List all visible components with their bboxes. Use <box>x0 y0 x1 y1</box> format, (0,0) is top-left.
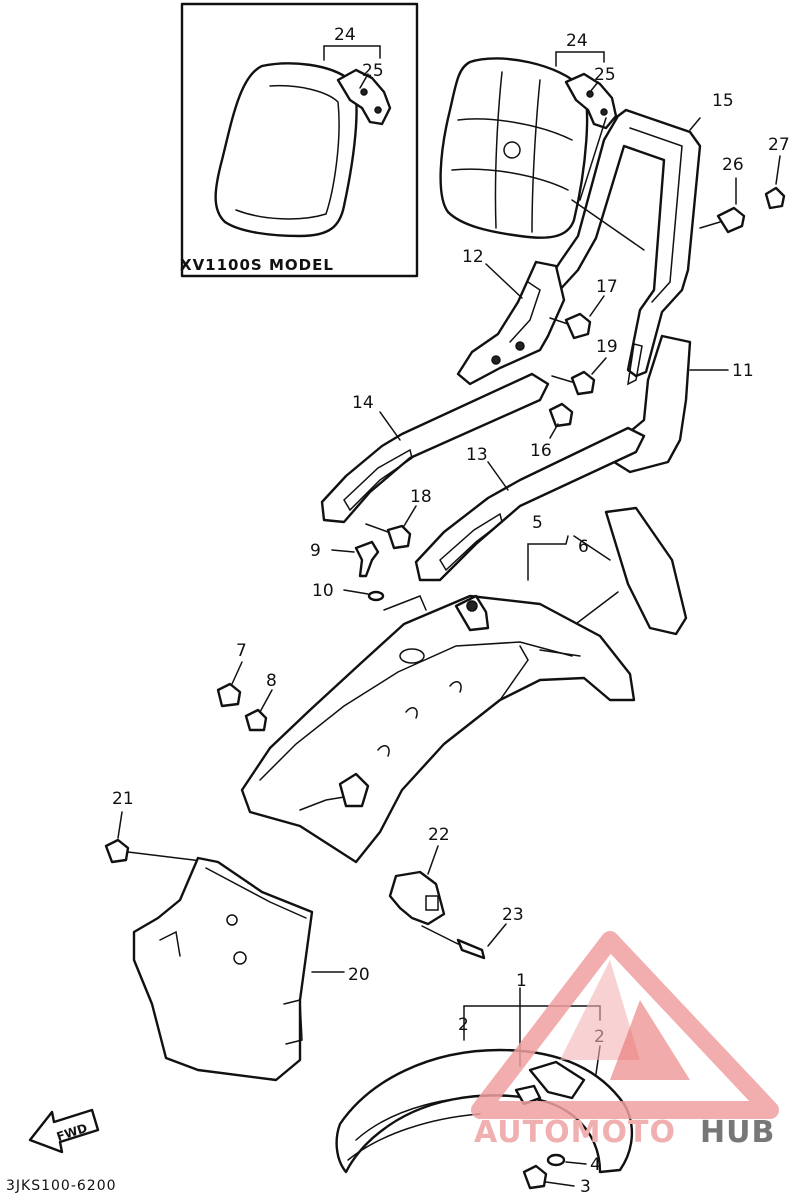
callout-3: 3 <box>580 1177 591 1196</box>
callout-8: 8 <box>266 671 277 691</box>
callout-12: 12 <box>462 247 484 267</box>
callout-4: 4 <box>590 1155 601 1175</box>
washer-10 <box>367 590 385 602</box>
watermark-triangle <box>471 931 779 1119</box>
grab-bar-13 <box>414 426 646 582</box>
callout-13: 13 <box>466 445 488 465</box>
bolt-16 <box>548 402 574 428</box>
callout-14: 14 <box>352 393 374 413</box>
callout-17: 17 <box>596 277 618 297</box>
callout-19: 19 <box>596 337 618 357</box>
grab-bar-14 <box>320 372 550 524</box>
watermark-text-hub: HUB <box>700 1115 775 1150</box>
callout-9: 9 <box>310 541 321 561</box>
bolt-7 <box>216 682 242 708</box>
fwd-arrow: FWD <box>28 1108 100 1154</box>
callout-23: 23 <box>502 905 524 925</box>
callout-24-inset: 24 <box>334 25 356 45</box>
inner-fender-20 <box>132 856 314 1082</box>
callout-7: 7 <box>236 641 247 661</box>
bolt-17 <box>549 312 592 340</box>
callout-15: 15 <box>712 91 734 111</box>
backrest-bracket <box>564 72 618 130</box>
callout-5: 5 <box>532 513 543 533</box>
backrest-pad <box>439 57 589 239</box>
bolt-26 <box>699 206 746 234</box>
rear-fender <box>240 594 636 864</box>
bolt-19 <box>551 370 596 396</box>
callout-18: 18 <box>410 487 432 507</box>
panel-6 <box>604 506 688 636</box>
watermark-text-main: AUTOMOTO <box>474 1115 676 1150</box>
callout-24: 24 <box>566 31 588 51</box>
nut-8 <box>244 708 268 732</box>
washer-4 <box>546 1153 566 1167</box>
watermark-logo <box>471 931 779 1119</box>
inset-caption: XV1100S MODEL <box>180 256 334 274</box>
callout-25-inset: 25 <box>362 61 384 81</box>
inset-box: 24 25 XV1100S MODEL <box>180 2 419 278</box>
callout-26: 26 <box>722 155 744 175</box>
bracket-12 <box>456 260 566 386</box>
bracket-22 <box>388 870 446 926</box>
callout-1: 1 <box>516 971 527 991</box>
bolt-23 <box>421 925 486 960</box>
callout-2-left: 2 <box>458 1015 469 1035</box>
bolt-9 <box>354 540 380 578</box>
nut-27 <box>764 186 786 210</box>
front-fender <box>335 1048 634 1174</box>
callout-16: 16 <box>530 441 552 461</box>
callout-21: 21 <box>112 789 134 809</box>
bolt-21 <box>104 838 211 864</box>
callout-11: 11 <box>732 361 754 381</box>
diagram-code: 3JKS100-6200 <box>6 1178 117 1194</box>
callout-22: 22 <box>428 825 450 845</box>
bolt-18 <box>365 523 412 550</box>
bolt-3 <box>522 1164 548 1190</box>
callout-20: 20 <box>348 965 370 985</box>
callout-10: 10 <box>312 581 334 601</box>
callout-25: 25 <box>594 65 616 85</box>
callout-27: 27 <box>768 135 790 155</box>
callout-6: 6 <box>578 537 589 557</box>
